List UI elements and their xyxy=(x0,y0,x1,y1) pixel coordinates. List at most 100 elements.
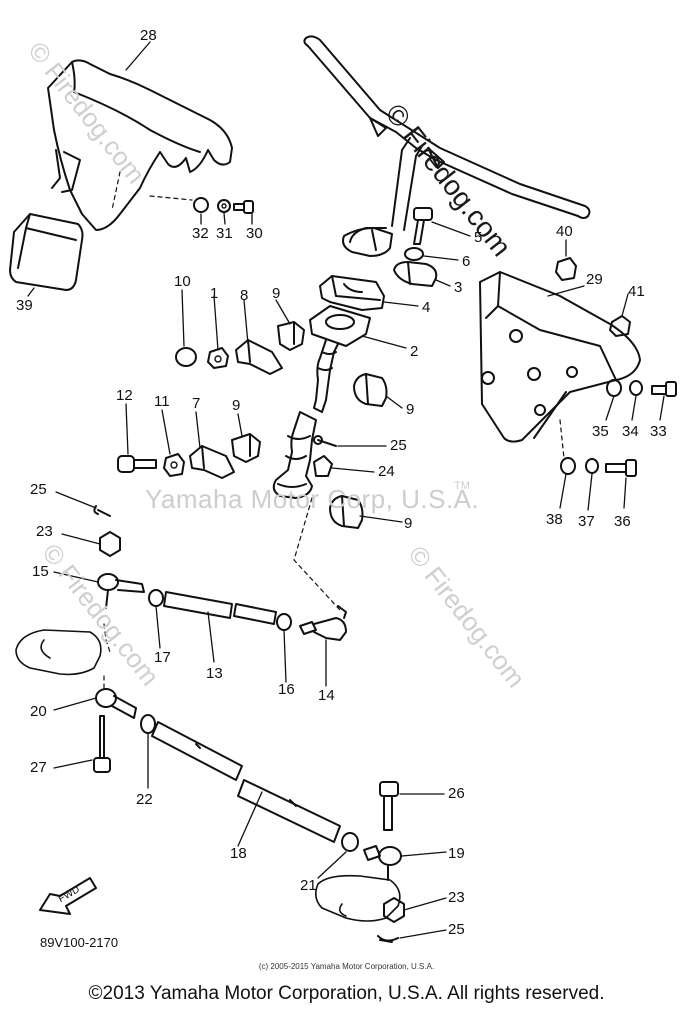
fwd-arrow xyxy=(39,877,97,915)
callout-27: 27 xyxy=(30,759,47,776)
callout-16: 16 xyxy=(278,681,295,698)
part-9-bushing-right-lower xyxy=(329,495,364,529)
callout-33: 33 xyxy=(650,423,667,440)
part-3-upper-holder xyxy=(393,261,438,287)
callout-20: 20 xyxy=(30,703,47,720)
part-25-cotter-pin-left xyxy=(93,505,111,517)
part-29-side-cover xyxy=(479,271,641,443)
callout-23-b: 23 xyxy=(448,889,465,906)
trademark-watermark: TM xyxy=(454,480,470,492)
part-20-tie-rod-end xyxy=(95,675,137,719)
part-34-washer xyxy=(629,380,643,396)
part-9-bushing-right-upper xyxy=(353,373,388,407)
callout-18: 18 xyxy=(230,845,247,862)
callout-10: 10 xyxy=(174,273,191,290)
part-28-column-cover xyxy=(47,59,233,231)
callout-37: 37 xyxy=(578,513,595,530)
part-32-collar xyxy=(193,197,209,213)
part-4-lower-holder xyxy=(319,275,385,311)
part-36-bolt xyxy=(605,459,637,477)
callout-9-d: 9 xyxy=(404,515,413,532)
part-22-locknut xyxy=(140,714,156,734)
part-37-washer xyxy=(585,458,599,474)
callout-9-b: 9 xyxy=(406,401,415,418)
callout-32: 32 xyxy=(192,225,209,242)
yamaha-watermark: Yamaha Motor Corp, U.S.A. xyxy=(145,484,480,514)
callout-21: 21 xyxy=(300,877,317,894)
part-11-collar xyxy=(163,453,185,477)
callout-19: 19 xyxy=(448,845,465,862)
right-knuckle-outline xyxy=(314,874,401,922)
callout-14: 14 xyxy=(318,687,335,704)
copyright-footer: ©2013 Yamaha Motor Corporation, U.S.A. A… xyxy=(88,983,605,1004)
callout-9-a: 9 xyxy=(272,285,281,302)
leader-29-38 xyxy=(559,419,565,459)
callout-29: 29 xyxy=(586,271,603,288)
callout-11: 11 xyxy=(154,393,170,410)
handlebar xyxy=(303,35,591,257)
part-10-nut xyxy=(175,347,197,367)
callout-13: 13 xyxy=(206,665,223,682)
callout-leaders xyxy=(27,41,665,939)
callout-38: 38 xyxy=(546,511,563,528)
part-25-cotter-pin-right xyxy=(377,935,399,943)
callout-6: 6 xyxy=(462,253,471,270)
part-35-collar xyxy=(606,379,622,397)
callout-36: 36 xyxy=(614,513,631,530)
part-13-tie-rod xyxy=(163,591,277,625)
callout-39: 39 xyxy=(16,297,33,314)
callout-24: 24 xyxy=(378,463,395,480)
part-12-bolt xyxy=(117,455,157,473)
part-14-tie-rod-end xyxy=(299,605,347,641)
callout-9-c: 9 xyxy=(232,397,241,414)
callout-35: 35 xyxy=(592,423,609,440)
callout-5: 5 xyxy=(474,229,483,246)
part-9-clamp-lower xyxy=(231,433,261,463)
callout-25-a: 25 xyxy=(390,437,407,454)
small-copyright: (c) 2005-2015 Yamaha Motor Corporation, … xyxy=(258,962,435,971)
part-18-long-tie-rod xyxy=(151,721,341,843)
callout-15: 15 xyxy=(32,563,49,580)
callout-28: 28 xyxy=(140,27,157,44)
callout-41: 41 xyxy=(628,283,645,300)
part-23-nut-right xyxy=(383,897,405,923)
callout-34: 34 xyxy=(622,423,639,440)
part-26-bolt xyxy=(379,781,399,831)
part-17-locknut xyxy=(148,589,164,607)
callout-4: 4 xyxy=(422,299,431,316)
part-9-clamp-upper xyxy=(277,321,305,351)
part-2-steering-column xyxy=(272,305,371,499)
leader-column-14 xyxy=(293,497,341,611)
part-8-bracket-upper xyxy=(235,339,283,375)
callout-30: 30 xyxy=(246,225,263,242)
part-1-collar xyxy=(207,347,229,369)
callout-31: 31 xyxy=(216,225,233,242)
part-25-cotter-pin-upper xyxy=(313,435,337,447)
callout-8: 8 xyxy=(240,287,249,304)
part-24-nut xyxy=(313,455,333,477)
callout-25-b: 25 xyxy=(30,481,47,498)
callout-12: 12 xyxy=(116,387,133,404)
part-21-locknut xyxy=(341,832,359,852)
part-27-bolt xyxy=(93,715,111,773)
callout-23-a: 23 xyxy=(36,523,53,540)
callout-3: 3 xyxy=(454,279,463,296)
part-39-pad xyxy=(9,213,84,291)
part-40-grommet xyxy=(555,257,577,281)
callout-17: 17 xyxy=(154,649,171,666)
part-16-locknut xyxy=(276,613,292,631)
left-knuckle-outline xyxy=(15,623,111,676)
part-38-collar xyxy=(560,457,576,475)
callout-40: 40 xyxy=(556,223,573,240)
part-23-nut-left xyxy=(99,531,121,557)
part-7-bracket-lower xyxy=(189,445,235,479)
part-33-bolt xyxy=(651,381,677,397)
part-6-washer xyxy=(404,247,424,261)
callout-26: 26 xyxy=(448,785,465,802)
part-30-screw xyxy=(233,200,254,214)
callout-25-c: 25 xyxy=(448,921,465,938)
callout-2: 2 xyxy=(410,343,419,360)
diagram-code: 89V100-2170 xyxy=(40,935,119,950)
